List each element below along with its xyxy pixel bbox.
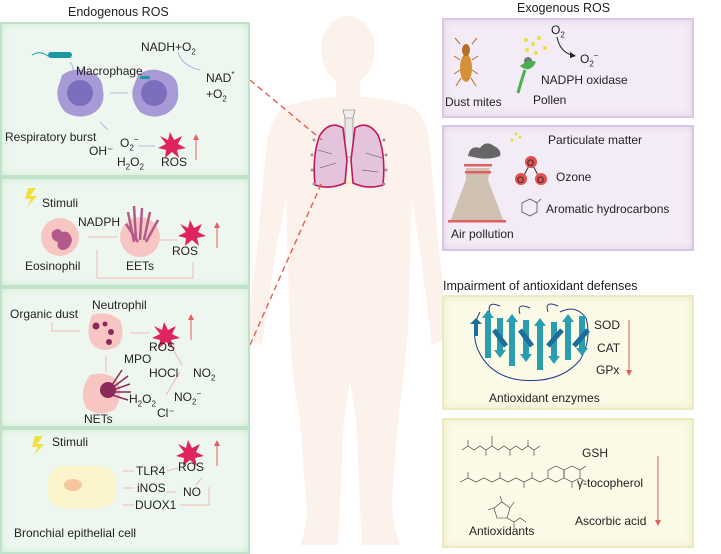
antioxidants-caption: Antioxidants xyxy=(469,524,535,538)
ascorbic-acid-label: Ascorbic acid xyxy=(575,514,647,528)
hydroxyl-label: OH⁻ xyxy=(89,144,114,158)
eets-label: EETs xyxy=(126,259,155,273)
ozone-icon xyxy=(515,156,547,185)
particulate-matter-label: Particulate matter xyxy=(548,133,643,147)
no2-label: NO2 xyxy=(193,366,216,383)
connector-line-macrophage xyxy=(249,79,323,141)
cat-label: CAT xyxy=(597,341,621,355)
eosinophil-label: Eosinophil xyxy=(25,259,81,273)
o2-product-label: +O2 xyxy=(206,87,227,104)
protein-structure-icon xyxy=(470,303,590,382)
ascorbic-acid-structure-icon xyxy=(487,495,527,528)
ros-star-icon xyxy=(152,322,180,348)
neutrophil-panel xyxy=(0,287,250,428)
nadh-reaction-label: NADH+O2 xyxy=(141,40,196,57)
ros-star-icon xyxy=(158,132,186,158)
ros-label: ROS xyxy=(149,340,176,354)
peroxide-label: H2O2 xyxy=(129,392,156,409)
tocopherol-structure-icon xyxy=(459,465,587,488)
bronchial-epithelial-label: Bronchial epithelial cell xyxy=(14,526,137,540)
dust-mite-icon xyxy=(453,37,479,87)
epithelial-cell xyxy=(48,466,116,508)
ros-label: ROS xyxy=(161,155,188,169)
tlr4-label: TLR4 xyxy=(136,464,166,478)
lightning-icon xyxy=(25,188,37,207)
endogenous-title: Endogenous ROS xyxy=(68,5,169,19)
antioxidant-title: Impairment of antioxidant defenses xyxy=(443,279,638,293)
exogenous-title: Exogenous ROS xyxy=(517,1,611,15)
stimuli-label: Stimuli xyxy=(42,196,79,210)
glutathione-structure-icon xyxy=(461,436,541,456)
air-pollution-label: Air pollution xyxy=(451,227,514,241)
ros-label: ROS xyxy=(172,244,199,258)
peroxide-label: H2O2 xyxy=(117,155,144,172)
aromatic-hydrocarbons-label: Aromatic hydrocarbons xyxy=(546,202,670,216)
duox1-label: DUOX1 xyxy=(135,498,177,512)
mpo-label: MPO xyxy=(124,352,152,366)
pollen-label: Pollen xyxy=(533,93,567,107)
nad-product-label: NAD* xyxy=(206,70,235,86)
ozone-atom-label: O xyxy=(527,158,535,168)
ozone-atom-label: O xyxy=(537,175,545,185)
tocopherol-label: γ-tocopherol xyxy=(577,476,644,490)
benzene-ring-icon xyxy=(521,198,538,217)
connector-line-neutrophil xyxy=(249,179,324,346)
organic-dust-label: Organic dust xyxy=(10,307,79,321)
ros-star-icon xyxy=(176,440,204,466)
nadph-label: NADPH xyxy=(78,215,121,229)
epithelial-panel xyxy=(0,428,250,554)
no-label: NO xyxy=(183,485,201,499)
macrophage-panel xyxy=(0,22,250,177)
respiratory-burst-label: Respiratory burst xyxy=(5,130,97,144)
chloride-label: Cl⁻ xyxy=(157,406,175,420)
antioxidant-enzymes-caption: Antioxidant enzymes xyxy=(489,391,600,405)
superoxide-label: O2− xyxy=(580,51,599,69)
allergen-panel xyxy=(442,18,694,118)
eosinophil-panel xyxy=(0,177,250,287)
dust-mites-label: Dust mites xyxy=(445,95,502,109)
ozone-label: Ozone xyxy=(556,170,592,184)
hocl-label: HOCl xyxy=(149,366,179,380)
macrophage-label: Macrophage xyxy=(76,64,143,78)
inos-label: iNOS xyxy=(137,481,166,495)
ros-label: ROS xyxy=(178,460,205,474)
nitrite-label: NO2− xyxy=(174,389,202,407)
ozone-atom-label: O xyxy=(517,175,525,185)
sod-label: SOD xyxy=(594,318,621,332)
gpx-label: GPx xyxy=(596,363,620,377)
gsh-label: GSH xyxy=(582,446,609,460)
factory-chimney-icon xyxy=(448,143,506,223)
stimuli-label: Stimuli xyxy=(52,435,89,449)
ros-star-icon xyxy=(178,220,206,246)
o2-label: O2 xyxy=(551,23,565,40)
pollen-icon xyxy=(516,36,547,94)
antioxidant-molecule-panel xyxy=(442,418,694,548)
superoxide-label: O2− xyxy=(120,135,139,153)
neutrophil-label: Neutrophil xyxy=(92,298,147,312)
lightning-icon xyxy=(32,436,44,455)
nets-label: NETs xyxy=(84,412,113,426)
nadph-oxidase-label: NADPH oxidase xyxy=(541,73,628,87)
neutrophil-cell xyxy=(88,313,123,350)
